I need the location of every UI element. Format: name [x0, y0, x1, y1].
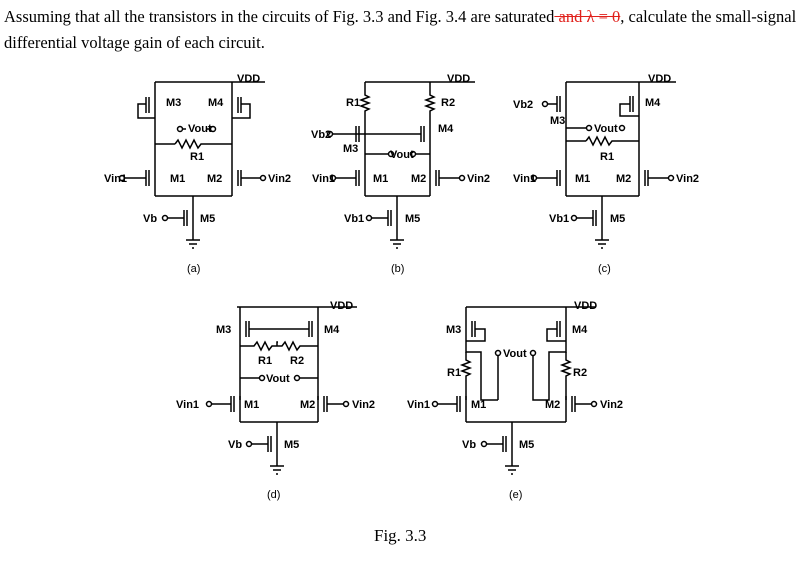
m3-label-d: M3: [216, 324, 231, 336]
m5-label-e: M5: [519, 439, 534, 451]
m3-label-a: M3: [166, 97, 181, 109]
m3-label-e: M3: [446, 324, 461, 336]
circuit-c: VDD Vb2 M3 M4 Vout R1 Vin1 M1 M2 Vin2 Vb…: [513, 73, 699, 275]
vout-label-d: Vout: [266, 373, 290, 385]
vout-label-c: Vout: [594, 123, 618, 135]
r1-label-d: R1: [258, 355, 272, 367]
vb1-label-b: Vb1: [344, 213, 364, 225]
problem-statement: Assuming that all the transistors in the…: [4, 4, 804, 56]
vb-label-d: Vb: [228, 439, 242, 451]
r1-label-b: R1: [346, 97, 360, 109]
r2-label-d: R2: [290, 355, 304, 367]
problem-text-2: , calculate the small-signal differentia…: [4, 7, 797, 52]
m1-label-e: M1: [471, 399, 486, 411]
m1-label-b: M1: [373, 173, 388, 185]
m4-label-a: M4: [208, 97, 224, 109]
vin1-label-e: Vin1: [407, 399, 430, 411]
r2-label-b: R2: [441, 97, 455, 109]
vdd-label-c: VDD: [648, 73, 671, 85]
vb2-label-c: Vb2: [513, 99, 533, 111]
vin2-label-e: Vin2: [600, 399, 623, 411]
caption-d: (d): [267, 489, 280, 501]
r2-label-e: R2: [573, 367, 587, 379]
m2-label-c: M2: [616, 173, 631, 185]
m4-label-d: M4: [324, 324, 340, 336]
circuit-e: VDD M3 M4 Vout R1 R2 Vin1 M1 M2 Vin2 Vb …: [407, 300, 623, 501]
r1-label-c: R1: [600, 151, 614, 163]
vin2-label-b: Vin2: [467, 173, 490, 185]
caption-a: (a): [187, 263, 200, 275]
vin1-label-b: Vin1: [312, 173, 335, 185]
r1-label-a: R1: [190, 151, 204, 163]
m2-label-e: M2: [545, 399, 560, 411]
struck-text: and λ = 0: [554, 7, 621, 26]
vb2-label-b: Vb2: [311, 129, 331, 141]
m2-label-b: M2: [411, 173, 426, 185]
m3-label-c: M3: [550, 115, 565, 127]
vb1-label-c: Vb1: [549, 213, 569, 225]
vdd-label-b: VDD: [447, 73, 470, 85]
m4-label-e: M4: [572, 324, 588, 336]
circuit-b: VDD R1 R2 Vb2 M3 M4 Vout Vin1 M1 M2 Vin2…: [311, 73, 490, 275]
problem-text-1: Assuming that all the transistors in the…: [4, 7, 555, 26]
vin2-label-c: Vin2: [676, 173, 699, 185]
m5-label-d: M5: [284, 439, 299, 451]
vin2-label-a: Vin2: [268, 173, 291, 185]
vin1-label-c: Vin1: [513, 173, 536, 185]
m4-label-c: M4: [645, 97, 661, 109]
caption-c: (c): [598, 263, 611, 275]
m5-label-a: M5: [200, 213, 215, 225]
vdd-label-d: VDD: [330, 300, 353, 312]
m5-label-b: M5: [405, 213, 420, 225]
vdd-label-a: VDD: [237, 73, 260, 85]
vout-label-a: Vout: [188, 123, 212, 135]
m5-label-c: M5: [610, 213, 625, 225]
vin1-label-d: Vin1: [176, 399, 199, 411]
m3-label-b: M3: [343, 143, 358, 155]
m2-label-d: M2: [300, 399, 315, 411]
caption-b: (b): [391, 263, 404, 275]
m4-label-b: M4: [438, 123, 454, 135]
vdd-label-e: VDD: [574, 300, 597, 312]
caption-e: (e): [509, 489, 522, 501]
m1-label-d: M1: [244, 399, 259, 411]
circuit-d: VDD M3 M4 R1 R2 Vout Vin1 M1 M2 Vin2 Vb …: [176, 300, 375, 501]
m1-label-a: M1: [170, 173, 185, 185]
figure-caption: Fig. 3.3: [374, 526, 427, 545]
vin2-label-d: Vin2: [352, 399, 375, 411]
vin1-label-a: Vin1: [104, 173, 127, 185]
m1-label-c: M1: [575, 173, 590, 185]
m2-label-a: M2: [207, 173, 222, 185]
vout-label-b: Vout: [390, 149, 414, 161]
r1-label-e: R1: [447, 367, 461, 379]
vb-label-e: Vb: [462, 439, 476, 451]
vb-label-a: Vb: [143, 213, 157, 225]
circuit-a: VDD M3 M4 Vout R1 Vin1 M1 M2 Vin2 Vb M5 …: [104, 73, 291, 275]
vout-label-e: Vout: [503, 348, 527, 360]
